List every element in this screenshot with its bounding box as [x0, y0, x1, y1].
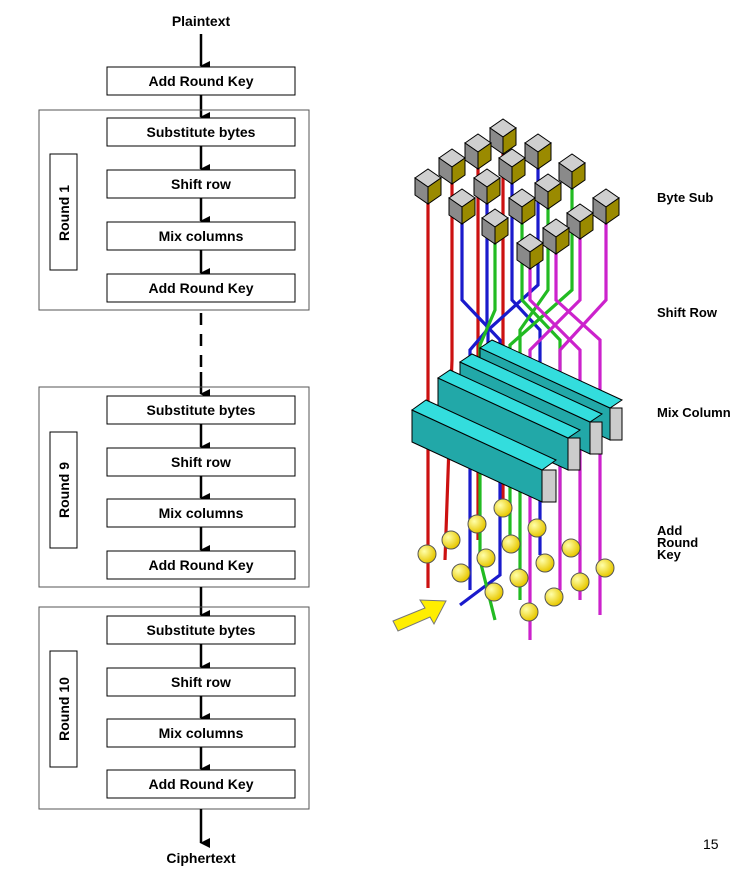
- round-9-step-4: Add Round Key: [149, 557, 254, 573]
- add-round-key-label: Add Round Key: [657, 523, 699, 562]
- mix-column-label: Mix Column: [657, 405, 731, 420]
- round-10-step-3: Mix columns: [159, 725, 244, 741]
- round-1-label: Round 1: [56, 185, 72, 241]
- byte-sub-cubes: [414, 118, 620, 270]
- plaintext-label: Plaintext: [172, 13, 231, 29]
- round-10-step-2: Shift row: [171, 674, 231, 690]
- round-10-group: Round 10 Substitute bytes Shift row Mix …: [38, 606, 310, 810]
- input-arrow-icon: [392, 599, 447, 632]
- byte-sub-label: Byte Sub: [657, 190, 714, 205]
- round-1-group: Round 1 Substitute bytes Shift row Mix c…: [38, 109, 310, 311]
- ciphertext-label: Ciphertext: [166, 850, 236, 866]
- mix-column-bars: [411, 339, 624, 503]
- round-1-step-3: Mix columns: [159, 228, 244, 244]
- shift-row-label: Shift Row: [657, 305, 717, 320]
- round-9-step-1: Substitute bytes: [147, 402, 256, 418]
- page-number: 15: [703, 836, 719, 852]
- round-10-label: Round 10: [56, 677, 72, 741]
- round-9-label: Round 9: [56, 462, 72, 518]
- round-1-step-1: Substitute bytes: [147, 124, 256, 140]
- svg-text:Add Round Key: Add Round Key: [149, 73, 254, 89]
- round-9-step-3: Mix columns: [159, 505, 244, 521]
- round-1-step-2: Shift row: [171, 176, 231, 192]
- round-1-step-4: Add Round Key: [149, 280, 254, 296]
- round-10-step-4: Add Round Key: [149, 776, 254, 792]
- round-key-balls: [417, 498, 615, 622]
- round-10-step-1: Substitute bytes: [147, 622, 256, 638]
- initial-add-round-key-box: Add Round Key: [106, 66, 296, 96]
- aes-flowchart: Plaintext Add Round Key Round 1 Substitu…: [38, 13, 310, 866]
- round-9-group: Round 9 Substitute bytes Shift row Mix c…: [38, 386, 310, 588]
- round-9-step-2: Shift row: [171, 454, 231, 470]
